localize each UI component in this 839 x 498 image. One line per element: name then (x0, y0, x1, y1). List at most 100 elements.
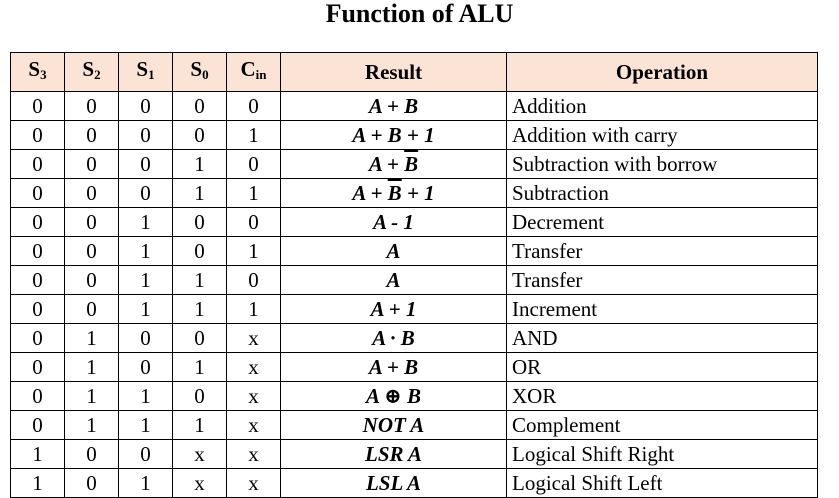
result-term: A + 1 (370, 297, 417, 321)
cell-s0: 0 (172, 91, 227, 121)
cell-result: A + B (280, 149, 507, 179)
cell-s2: 0 (64, 178, 119, 208)
cell-s2: 0 (64, 120, 119, 150)
cell-result: A (280, 236, 507, 266)
cell-s3: 0 (10, 265, 65, 295)
cell-s3: 0 (10, 120, 65, 150)
cell-s1: 0 (118, 178, 173, 208)
cell-s0: 1 (172, 149, 227, 179)
cell-s1: 0 (118, 91, 173, 121)
column-header-cin: Cin (226, 52, 281, 92)
column-header-s1: S1 (118, 52, 173, 92)
cell-operation: OR (506, 352, 818, 382)
cell-result: A + B + 1 (280, 120, 507, 150)
result-term: A (386, 268, 401, 292)
cell-s1: 1 (118, 381, 173, 411)
cell-operation: Addition with carry (506, 120, 818, 150)
cell-result: NOT A (280, 410, 507, 440)
cell-cin: 1 (226, 236, 281, 266)
cell-operation: Logical Shift Right (506, 439, 818, 469)
result-term: A (386, 239, 401, 263)
cell-s2: 0 (64, 207, 119, 237)
cell-cin: x (226, 323, 281, 353)
cell-s0: 1 (172, 294, 227, 324)
cell-result: A + B (280, 91, 507, 121)
cell-s3: 0 (10, 236, 65, 266)
cell-s0: x (172, 439, 227, 469)
cell-s0: 1 (172, 178, 227, 208)
cell-s3: 1 (10, 468, 65, 498)
cell-s0: 1 (172, 352, 227, 382)
cell-s0: 1 (172, 410, 227, 440)
result-term: A + (352, 181, 388, 205)
cell-result: A + B (280, 352, 507, 382)
cell-cin: x (226, 439, 281, 469)
cell-result: LSR A (280, 439, 507, 469)
cell-s0: 0 (172, 207, 227, 237)
cell-cin: x (226, 352, 281, 382)
cell-cin: 1 (226, 120, 281, 150)
cell-s3: 0 (10, 352, 65, 382)
result-term: LSL A (365, 471, 422, 495)
cell-s2: 1 (64, 352, 119, 382)
cell-s0: 0 (172, 381, 227, 411)
cell-s3: 0 (10, 410, 65, 440)
cell-s3: 1 (10, 439, 65, 469)
column-header-s0: S0 (172, 52, 227, 92)
cell-cin: 1 (226, 294, 281, 324)
cell-cin: x (226, 381, 281, 411)
result-term: A + B (368, 355, 419, 379)
cell-s1: 1 (118, 236, 173, 266)
cell-operation: Transfer (506, 236, 818, 266)
cell-result: A (280, 265, 507, 295)
cell-result: A ⊕ B (280, 381, 507, 411)
cell-operation: AND (506, 323, 818, 353)
cell-s3: 0 (10, 178, 65, 208)
cell-cin: 0 (226, 149, 281, 179)
cell-s1: 0 (118, 439, 173, 469)
cell-cin: 1 (226, 178, 281, 208)
cell-operation: Transfer (506, 265, 818, 295)
cell-s2: 1 (64, 410, 119, 440)
cell-s2: 0 (64, 91, 119, 121)
result-term: A + B + 1 (352, 123, 435, 147)
cell-s1: 1 (118, 294, 173, 324)
cell-s3: 0 (10, 294, 65, 324)
result-term: NOT A (362, 413, 425, 437)
cell-s3: 0 (10, 381, 65, 411)
cell-cin: 0 (226, 91, 281, 121)
cell-operation: Subtraction with borrow (506, 149, 818, 179)
page-title: Function of ALU (325, 0, 514, 28)
cell-operation: Complement (506, 410, 818, 440)
cell-operation: Addition (506, 91, 818, 121)
cell-s3: 0 (10, 323, 65, 353)
cell-s1: 1 (118, 468, 173, 498)
cell-operation: Decrement (506, 207, 818, 237)
cell-s1: 0 (118, 120, 173, 150)
cell-result: A + 1 (280, 294, 507, 324)
cell-s3: 0 (10, 207, 65, 237)
cell-s2: 0 (64, 439, 119, 469)
cell-s2: 1 (64, 381, 119, 411)
cell-s0: x (172, 468, 227, 498)
cell-cin: 0 (226, 207, 281, 237)
column-header-s3: S3 (10, 52, 65, 92)
cell-operation: Subtraction (506, 178, 818, 208)
cell-operation: Logical Shift Left (506, 468, 818, 498)
result-term: A + B (368, 94, 419, 118)
cell-result: A + B + 1 (280, 178, 507, 208)
cell-result: A - 1 (280, 207, 507, 237)
result-term: A ⊕ B (366, 384, 421, 408)
cell-s1: 0 (118, 352, 173, 382)
cell-operation: XOR (506, 381, 818, 411)
result-term: A + (368, 152, 405, 176)
